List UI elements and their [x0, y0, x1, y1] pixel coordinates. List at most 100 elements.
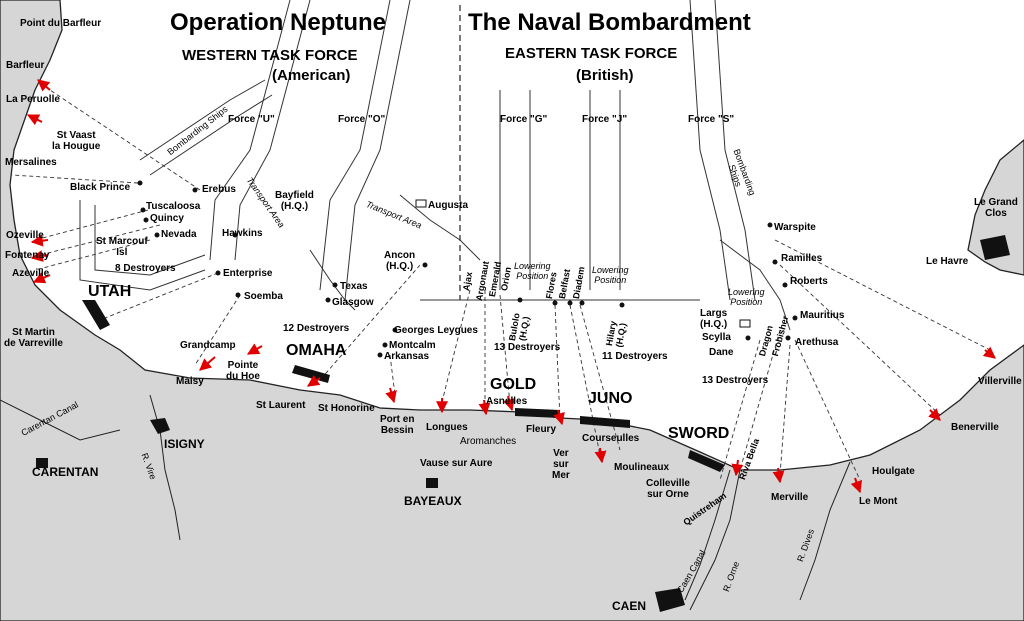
fire-arrows [26, 79, 996, 494]
carentan-canal [0, 399, 121, 441]
caen-label: CAEN [612, 599, 647, 613]
enterprise-label: Enterprise [223, 268, 273, 279]
longues-label: Longues [426, 422, 468, 433]
nevada-label: Nevada [161, 229, 197, 240]
eastern-nation: (British) [576, 67, 634, 84]
ramilles-label: Ramilles [781, 253, 823, 264]
arromanches-label: Aromanches [460, 436, 517, 447]
warspite-label: Warspite [774, 222, 816, 233]
merville-label: Merville [771, 492, 809, 503]
twelve-destroyers-label: 12 Destroyers [283, 323, 350, 334]
caen-canal [684, 469, 731, 601]
st-martin-label: St Martin de Varreville [4, 327, 63, 349]
erebus-label: Erebus [202, 184, 236, 195]
carentan-town [36, 458, 48, 468]
barfleur-label: Barfleur [6, 60, 45, 71]
force-j-label: Force "J" [582, 114, 628, 125]
fontenay-label: Fontenay [5, 250, 50, 261]
isigny-label: ISIGNY [164, 437, 205, 451]
bayeaux-town [426, 478, 438, 488]
sword-label: SWORD [668, 425, 730, 442]
courseulles-label: Courseulles [582, 433, 640, 444]
ship-dots [137, 180, 798, 358]
st-vaast-label: St Vaast la Hougue [52, 130, 101, 152]
title-left: Operation Neptune [170, 9, 387, 36]
lowering-j-label: Lowering Position [592, 265, 629, 285]
bayfield-label: Bayfield (H.Q.) [275, 190, 314, 212]
le-havre-label: Le Havre [926, 256, 969, 267]
force-u-label: Force "U" [228, 114, 275, 125]
houlgate-label: Houlgate [872, 466, 915, 477]
st-laurent-label: St Laurent [256, 400, 306, 411]
soemba-label: Soemba [244, 291, 283, 302]
benerville-label: Benerville [951, 422, 999, 433]
omaha-label: OMAHA [286, 342, 347, 359]
quincy-label: Quincy [150, 213, 184, 224]
juno-label: JUNO [588, 390, 633, 407]
river-dives [799, 461, 851, 601]
le-havre-town [980, 235, 1010, 260]
le-grand-clos-label: Le Grand Clos [974, 197, 1018, 219]
caen-town [655, 588, 685, 612]
point-barfleur-label: Point du Barfleur [20, 18, 102, 29]
georges-leygues-label: Georges Leygues [394, 325, 478, 336]
glasgow-label: Glasgow [332, 297, 374, 308]
roberts-label: Roberts [790, 276, 828, 287]
montcalm-label: Montcalm [389, 340, 436, 351]
eleven-destroyers-label: 11 Destroyers [602, 351, 668, 362]
ancon-label: Ancon (H.Q.) [384, 250, 416, 272]
thirteen-destroyers-g-label: 13 Destroyers [494, 342, 561, 353]
asnelles-label: Asnelles [486, 396, 528, 407]
grandcamp-label: Grandcamp [180, 340, 236, 351]
largs-label: Largs (H.Q.) [700, 308, 728, 330]
utah-beach [82, 300, 110, 330]
gold-label: GOLD [490, 376, 537, 393]
pointe-hoe-label: Pointe du Hoe [226, 360, 260, 382]
juno-beach [580, 416, 630, 428]
hawkins-label: Hawkins [222, 228, 263, 239]
gold-beach [515, 408, 560, 418]
fire-lines [11, 89, 991, 481]
omaha-beach [292, 365, 330, 383]
maisy-label: Maisy [176, 376, 204, 387]
st-honorine-label: St Honorine [318, 403, 375, 414]
approach-lanes [79, 0, 791, 331]
beach-segments [82, 300, 725, 472]
bayeaux-label: BAYEAUX [404, 494, 462, 508]
villerville-label: Villerville [978, 376, 1022, 387]
ozeville-label: Ozeville [6, 230, 44, 241]
lowering-g-label: Lowering Position [514, 261, 551, 281]
thirteen-destroyers-s-label: 13 Destroyers [702, 375, 769, 386]
moulineaux-label: Moulineaux [614, 462, 670, 473]
largs-flag [739, 319, 751, 328]
tuscaloosa-label: Tuscaloosa [146, 201, 201, 212]
force-s-label: Force "S" [688, 114, 735, 125]
force-o-label: Force "O" [338, 114, 386, 125]
river-vire [149, 394, 181, 541]
force-g-label: Force "G" [500, 114, 548, 125]
arkansas-label: Arkansas [384, 351, 430, 362]
ver-sur-mer-label: Ver sur Mer [552, 448, 570, 481]
utah-label: UTAH [88, 283, 132, 300]
le-mont-label: Le Mont [859, 496, 898, 507]
arethusa-label: Arethusa [795, 337, 839, 348]
eight-destroyers-label: 8 Destroyers [115, 263, 176, 274]
river-orne [689, 469, 741, 611]
fleury-label: Fleury [526, 424, 557, 435]
augusta-flag [415, 199, 427, 208]
port-bessin-label: Port en Bessin [380, 414, 415, 436]
eastern-task-force: EASTERN TASK FORCE [505, 45, 678, 62]
mauritius-label: Mauritius [800, 310, 845, 321]
carentan-label: CARENTAN [32, 465, 99, 479]
towns [36, 235, 1010, 612]
scylla-label: Scylla [702, 332, 731, 343]
augusta-label: Augusta [428, 200, 468, 211]
azeville-label: Azeville [12, 268, 50, 279]
isigny-town [150, 418, 170, 434]
western-task-force: WESTERN TASK FORCE [182, 47, 358, 64]
colleville-label: Colleville sur Orne [646, 478, 690, 500]
lowering-s-label: Lowering Position [728, 287, 765, 307]
st-marcouf-label: St Marcouf Isl [96, 236, 148, 258]
